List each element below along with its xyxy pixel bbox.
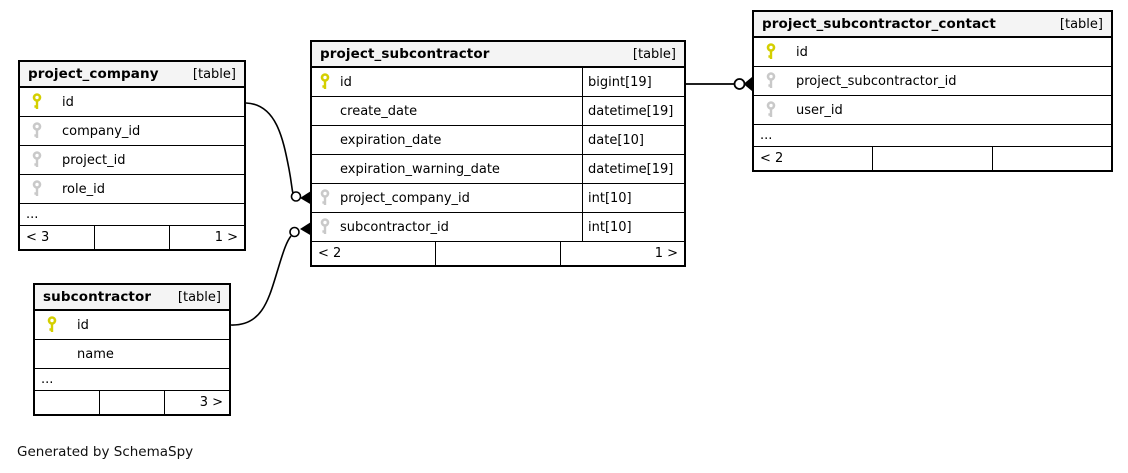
more-columns-ellipsis: ... [754, 125, 1111, 147]
column-type: date[10] [582, 126, 684, 154]
related-left-count: < 2 [318, 246, 342, 261]
column-row: id [35, 311, 229, 340]
table-badge: [table] [177, 289, 221, 305]
column-row: project_company_id int[10] [312, 184, 684, 213]
column-row: expiration_date date[10] [312, 126, 684, 155]
zero-cardinality-circle [290, 191, 302, 202]
column-name: project_id [62, 152, 126, 168]
related-right-count: 3 > [164, 391, 229, 414]
table-footer: < 2 [754, 147, 1111, 170]
column-name: user_id [796, 102, 843, 118]
foreign-key-icon [32, 180, 42, 196]
table-footer: 3 > [35, 391, 229, 414]
column-row: project_subcontractor_id [754, 67, 1111, 96]
column-row: create_date datetime[19] [312, 97, 684, 126]
column-name: subcontractor_id [340, 219, 449, 235]
column-row: project_id [20, 146, 244, 175]
column-name: role_id [62, 181, 105, 197]
generator-note: Generated by SchemaSpy [17, 444, 194, 460]
table-header: subcontractor [table] [35, 285, 229, 311]
zero-cardinality-circle [289, 226, 300, 238]
related-left-count: < 2 [760, 151, 784, 166]
fk-arrowhead [743, 77, 752, 91]
footer-spacer-cell [872, 147, 991, 170]
column-name: company_id [62, 123, 141, 139]
foreign-key-icon [320, 189, 330, 205]
column-name: project_subcontractor_id [796, 73, 957, 89]
footer-spacer-cell [435, 242, 559, 265]
column-type: int[10] [582, 213, 684, 241]
table-footer: < 3 1 > [20, 226, 244, 249]
more-columns-ellipsis: ... [35, 369, 229, 391]
table-badge: [table] [192, 66, 236, 82]
column-row: id bigint[19] [312, 68, 684, 97]
column-type: bigint[19] [582, 68, 684, 96]
table-header: project_subcontractor [table] [312, 42, 684, 68]
table-name[interactable]: project_company [28, 66, 159, 82]
table-node-project-subcontractor-contact[interactable]: project_subcontractor_contact [table] id… [752, 10, 1113, 172]
column-row: name [35, 340, 229, 369]
column-name: name [77, 346, 114, 362]
table-header: project_subcontractor_contact [table] [754, 12, 1111, 38]
zero-cardinality-circle [733, 78, 746, 90]
table-footer: < 2 1 > [312, 242, 684, 265]
footer-spacer-cell [94, 226, 169, 249]
column-row: company_id [20, 117, 244, 146]
column-name: id [340, 74, 352, 90]
table-name[interactable]: subcontractor [43, 289, 152, 305]
table-badge: [table] [632, 46, 676, 62]
table-name[interactable]: project_subcontractor_contact [762, 16, 996, 32]
table-node-project-company[interactable]: project_company [table] id company_id pr… [18, 60, 246, 251]
column-row: expiration_warning_date datetime[19] [312, 155, 684, 184]
foreign-key-icon [320, 218, 330, 234]
column-name: id [796, 44, 808, 60]
column-name: id [77, 317, 89, 333]
column-name: project_company_id [340, 190, 470, 206]
foreign-key-icon [766, 72, 776, 88]
foreign-key-icon [766, 101, 776, 117]
column-row: user_id [754, 96, 1111, 125]
column-name: expiration_date [340, 132, 442, 148]
table-header: project_company [table] [20, 62, 244, 88]
primary-key-icon [32, 93, 42, 109]
column-name: id [62, 94, 74, 110]
primary-key-icon [766, 43, 776, 59]
column-type: datetime[19] [582, 97, 684, 125]
column-type: datetime[19] [582, 155, 684, 183]
foreign-key-icon [32, 122, 42, 138]
related-right-count [991, 147, 1111, 170]
table-name[interactable]: project_subcontractor [320, 46, 490, 62]
related-right-count: 1 > [169, 226, 244, 249]
column-row: id [20, 88, 244, 117]
column-row: subcontractor_id int[10] [312, 213, 684, 242]
table-node-subcontractor[interactable]: subcontractor [table] id name ... 3 > [33, 283, 231, 416]
column-row: id [754, 38, 1111, 67]
related-left-count: < 3 [26, 230, 50, 245]
more-columns-ellipsis: ... [20, 204, 244, 226]
related-left-count [35, 391, 99, 414]
foreign-key-icon [32, 151, 42, 167]
relationship-project-subcontractor-to-contact [686, 77, 752, 91]
column-row: role_id [20, 175, 244, 204]
footer-spacer-cell [99, 391, 164, 414]
table-badge: [table] [1059, 16, 1103, 32]
related-right-count: 1 > [559, 242, 684, 265]
relationship-project-company-to-project-subcontractor [245, 102, 311, 205]
primary-key-icon [320, 73, 330, 89]
column-name: expiration_warning_date [340, 161, 500, 177]
column-name: create_date [340, 103, 418, 119]
primary-key-icon [47, 316, 57, 332]
table-node-project-subcontractor[interactable]: project_subcontractor [table] id bigint[… [310, 40, 686, 267]
column-type: int[10] [582, 184, 684, 212]
